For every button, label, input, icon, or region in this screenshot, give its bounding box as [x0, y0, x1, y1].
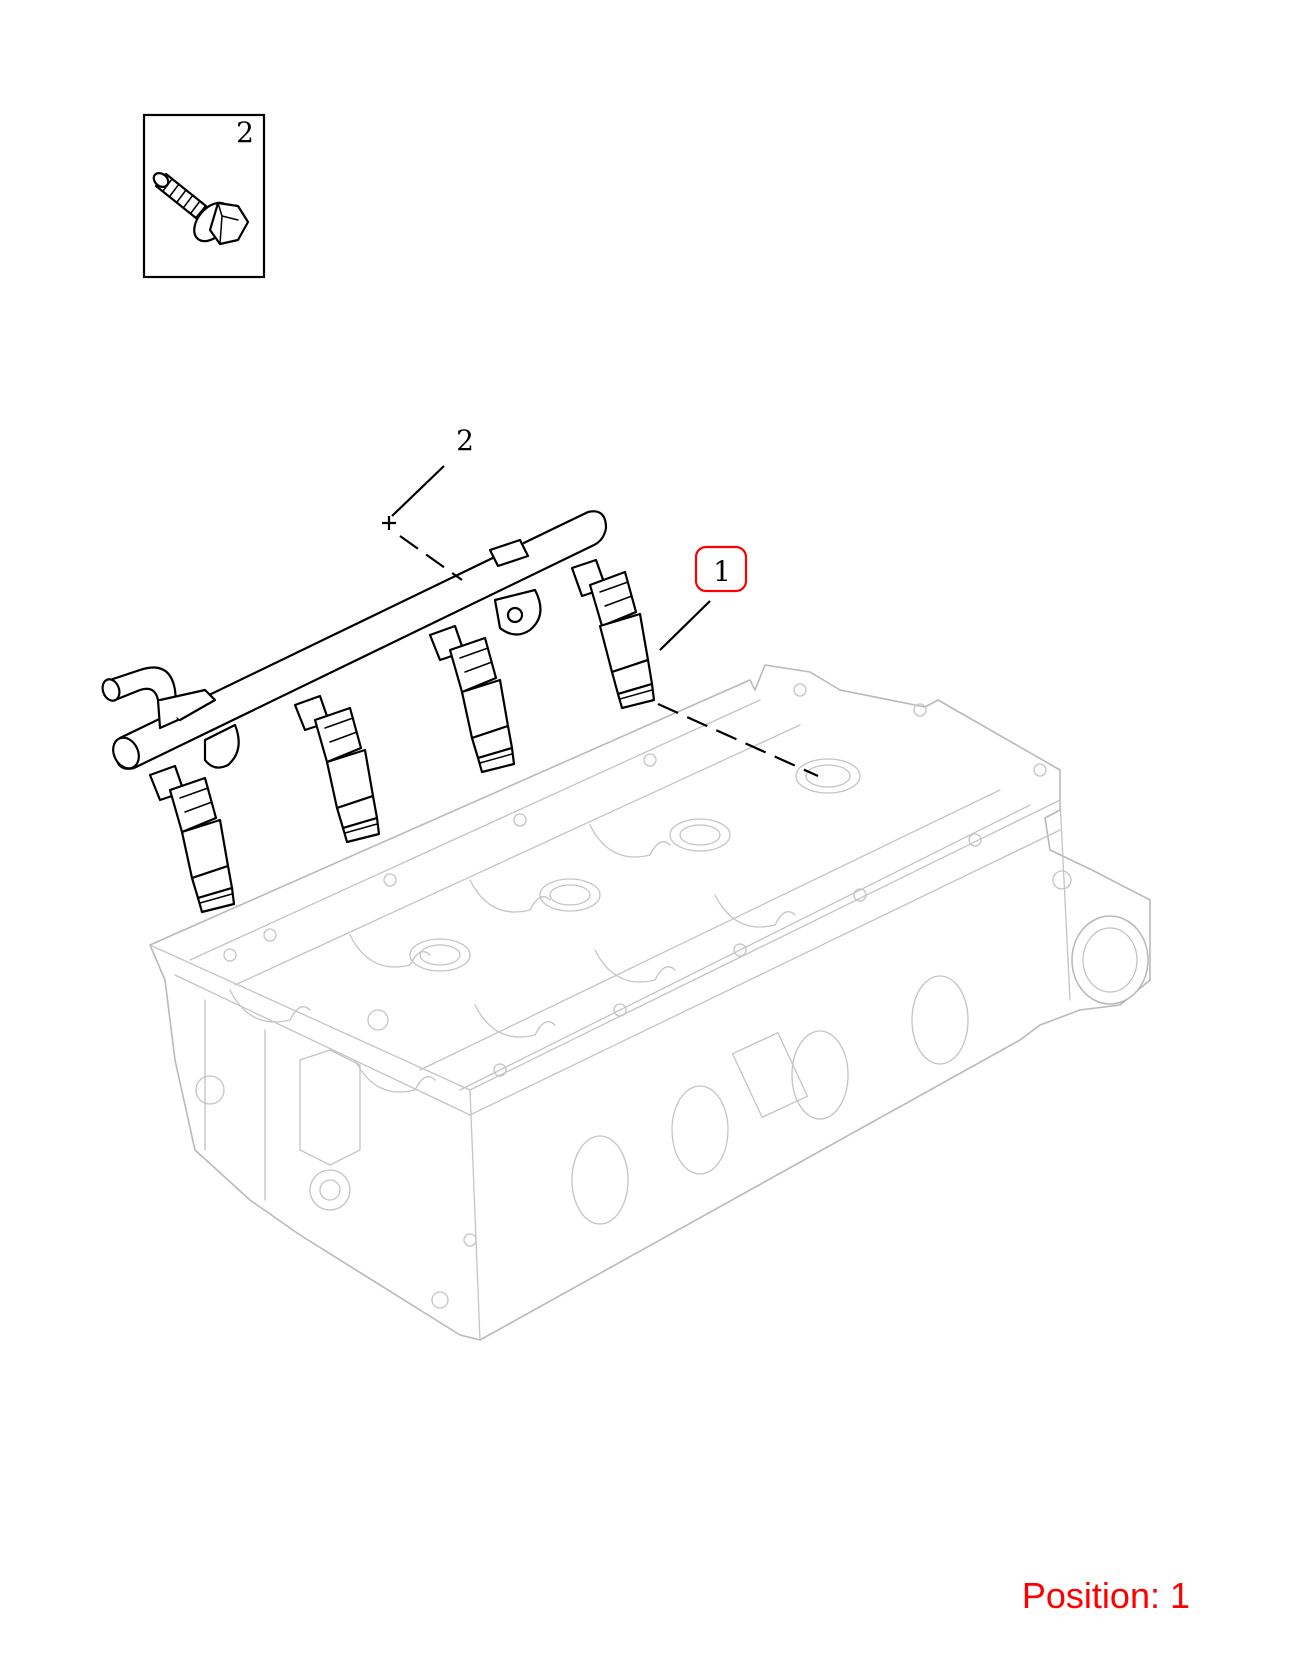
bolt-callout-number: 2	[456, 424, 474, 457]
position-label: Position: 1	[1021, 1575, 1190, 1616]
callout-injector[interactable]: 1	[657, 545, 819, 778]
highlight-box	[694, 545, 748, 593]
fuel-injector-2[interactable]	[428, 624, 516, 774]
bolt-axis-line	[399, 535, 463, 581]
injector-leader-line	[659, 600, 711, 651]
cylinder-head	[149, 664, 1151, 1341]
bolt-icon	[152, 172, 250, 246]
fuel-rail-assembly[interactable]	[100, 510, 656, 914]
inset-callout-number: 2	[236, 116, 254, 149]
bolt-inset[interactable]: 2	[142, 113, 266, 279]
injector-callout-number: 1	[713, 555, 731, 588]
bolt-leader-line	[391, 465, 445, 517]
fuel-injector-1[interactable]	[570, 558, 656, 710]
bolt-location-marker	[382, 516, 396, 530]
fuel-injector-4[interactable]	[148, 764, 236, 914]
callout-bolt[interactable]: 2	[382, 424, 474, 581]
fuel-injector-3[interactable]	[293, 694, 381, 844]
injector-axis-line	[657, 702, 819, 778]
